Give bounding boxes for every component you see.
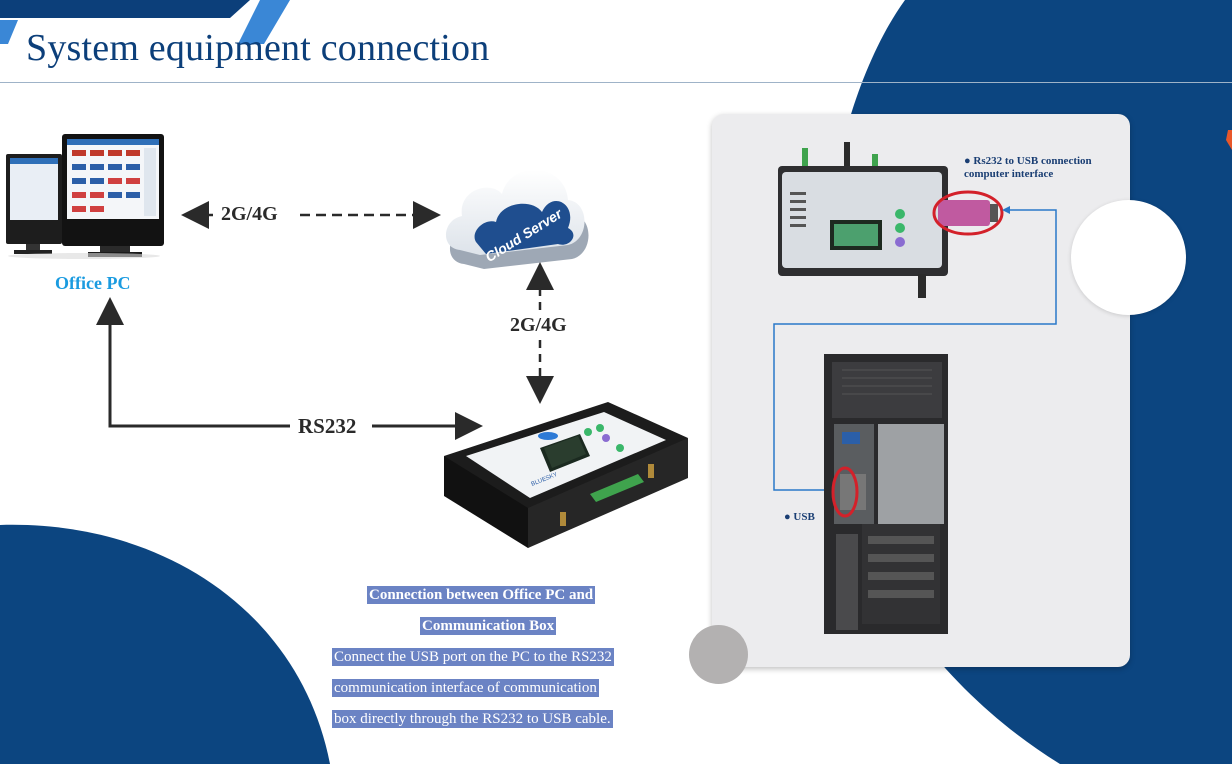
office-pc-icon <box>6 134 164 259</box>
description-body-3: box directly through the RS232 to USB ca… <box>332 710 613 728</box>
pc-tower-photo <box>824 354 948 634</box>
arrowhead-left-pc <box>181 201 209 229</box>
top-left-stripe-2 <box>0 20 18 44</box>
link-label-rs232: RS232 <box>298 414 357 438</box>
description-body-1: Connect the USB port on the PC to the RS… <box>332 648 614 666</box>
box-photo <box>778 142 1004 298</box>
arrowhead-up-pc <box>96 297 124 325</box>
bullet-dot-usb: ● <box>784 511 794 523</box>
bullet-dot: ● <box>964 155 974 167</box>
top-left-band <box>0 0 250 18</box>
link-label-cloud-box: 2G/4G <box>510 314 567 336</box>
arrowhead-down-box <box>526 376 554 404</box>
arrowhead-right-cloud <box>413 201 441 229</box>
description-body-2: communication interface of communication <box>332 679 599 697</box>
cloud-server-icon: Cloud Server <box>445 169 589 269</box>
panel-link-line <box>773 209 1057 491</box>
top-left-stripe <box>238 0 290 44</box>
note-usb: ● USB <box>784 511 815 524</box>
decorative-circle-grey <box>689 625 748 684</box>
orange-mark <box>1226 130 1232 150</box>
page-title: System equipment connection <box>26 27 490 69</box>
office-pc-label: Office PC <box>55 273 131 293</box>
note-usb-text: USB <box>793 511 815 523</box>
description-heading-1: Connection between Office PC and <box>367 586 596 604</box>
communication-box-device: BLUESKY <box>444 402 688 548</box>
note-rs232-text: Rs232 to USB connection computer interfa… <box>964 155 1092 180</box>
arrowhead-right-box <box>455 412 483 440</box>
rs232-line-left <box>108 322 290 428</box>
decorative-circle-white <box>1071 200 1186 315</box>
link-label-pc-cloud: 2G/4G <box>221 203 278 225</box>
panel-photo-illustration <box>773 142 1057 634</box>
title-divider <box>0 82 1232 83</box>
note-rs232-usb: ● Rs232 to USB connection computer inter… <box>964 155 1099 181</box>
bottom-left-navy-shape <box>0 524 330 764</box>
arrowhead-up-cloud <box>526 262 554 290</box>
description-heading-2: Communication Box <box>420 617 557 635</box>
